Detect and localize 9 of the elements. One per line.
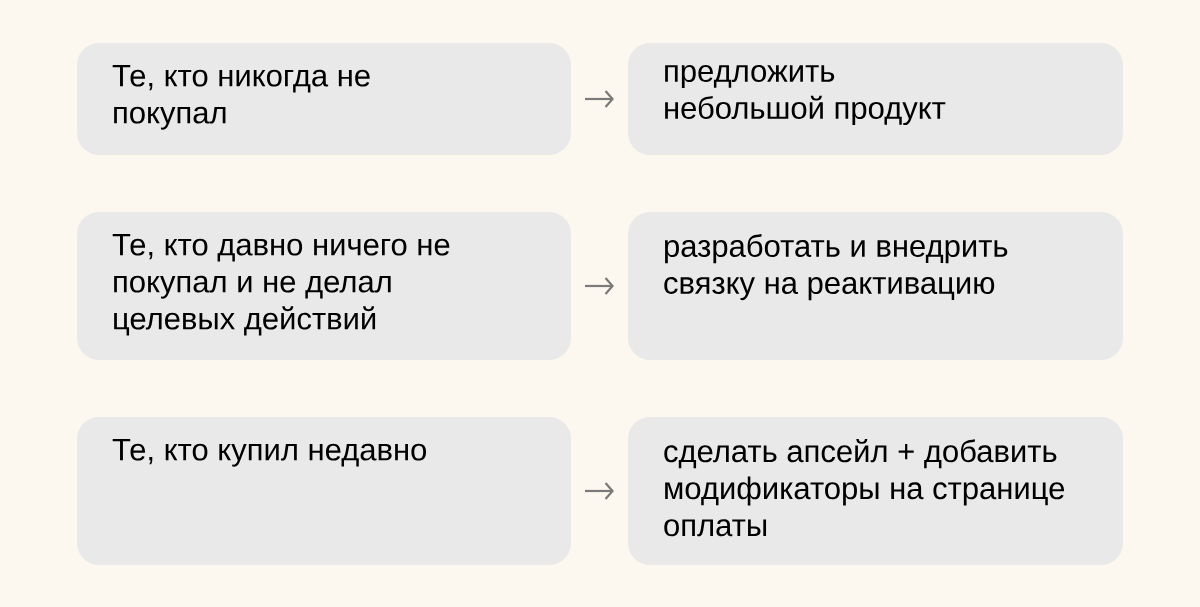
arrow — [585, 90, 614, 108]
text-box: сделать апсейл + добавить модификаторы на странице оплаты — [628, 417, 1123, 565]
arrow — [585, 277, 614, 295]
text-box: Те, кто купил недавно — [77, 417, 571, 565]
text-box: Те, кто давно ничего не покупал и не делал целевых действий — [77, 212, 571, 360]
text-box: Те, кто никогда не покупал — [77, 43, 571, 155]
arrow — [585, 482, 614, 500]
text-box: разработать и внедрить связку на реактивацию — [628, 212, 1123, 360]
text-box: предложить небольшой продукт — [628, 43, 1123, 155]
